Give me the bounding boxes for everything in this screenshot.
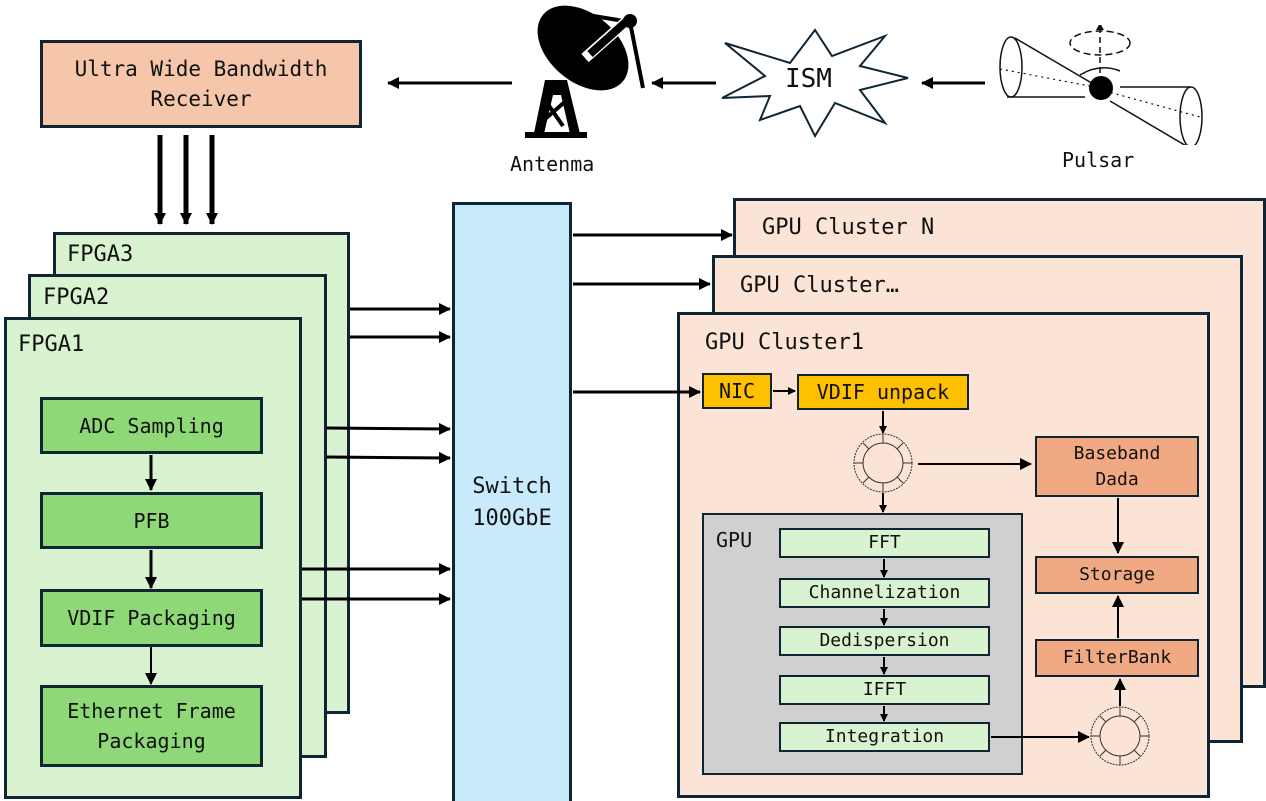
gpu-stage-label: FFT (868, 532, 901, 553)
ism-label: ISM (785, 64, 832, 94)
gpu-stage-fft: FFT (779, 528, 990, 558)
antenna-icon (525, 5, 645, 138)
vdif-unpack-block: VDIF unpack (797, 374, 969, 410)
switch-label: Switch 100GbE (472, 474, 552, 531)
gpu-cluster-mid-label: GPU Cluster… (740, 273, 899, 298)
fpga-board-2-label: FPGA2 (43, 285, 110, 310)
stage-label: PFB (133, 508, 170, 533)
gpu-stage-dedispersion: Dedispersion (779, 626, 990, 656)
baseband-label: Baseband Dada (1073, 442, 1161, 490)
gpu-stage-ifft: IFFT (779, 675, 990, 705)
stage-label: ADC Sampling (79, 413, 224, 438)
fpga-stage-adc-sampling: ADC Sampling (40, 397, 263, 454)
antenna-label: Antenma (510, 152, 595, 176)
gpu-cluster-n-label: GPU Cluster N (762, 215, 935, 240)
filterbank-block: FilterBank (1035, 639, 1199, 677)
storage-label: Storage (1079, 564, 1155, 585)
nic-label: NIC (718, 379, 756, 403)
fpga-stage-vdif-packaging: VDIF Packaging (40, 589, 263, 647)
receiver-label: Ultra Wide Bandwidth Receiver (74, 57, 328, 111)
gpu-stage-integration: Integration (779, 722, 990, 752)
stage-label: VDIF Packaging (67, 606, 236, 630)
ism-burst-icon (721, 28, 909, 138)
gpu-stage-label: Dedispersion (819, 630, 950, 651)
stage-label: Ethernet Frame Packaging (67, 699, 236, 753)
gpu-stage-label: Channelization (808, 582, 961, 603)
gpu-label: GPU (716, 528, 753, 552)
gpu-stage-label: IFFT (862, 679, 907, 700)
baseband-dada-block: Baseband Dada (1035, 436, 1199, 497)
receiver-box: Ultra Wide Bandwidth Receiver (40, 40, 362, 128)
nic-block: NIC (702, 373, 772, 409)
switch-100gbe: Switch 100GbE (452, 202, 572, 801)
storage-block: Storage (1035, 556, 1199, 594)
fpga-board-1-label: FPGA1 (18, 332, 85, 357)
fpga-board-3-label: FPGA3 (67, 242, 134, 267)
pulsar-label: Pulsar (1062, 148, 1135, 172)
pulsar-icon (999, 25, 1203, 145)
gpu-stage-channelization: Channelization (779, 578, 990, 608)
vdif-unpack-label: VDIF unpack (816, 380, 950, 404)
fpga-stage-pfb: PFB (40, 492, 263, 549)
gpu-stage-label: Integration (824, 726, 945, 747)
gpu-cluster-1-label: GPU Cluster1 (705, 330, 864, 355)
fpga-stage-ethernet-frame: Ethernet Frame Packaging (40, 685, 263, 767)
filterbank-label: FilterBank (1062, 647, 1172, 668)
